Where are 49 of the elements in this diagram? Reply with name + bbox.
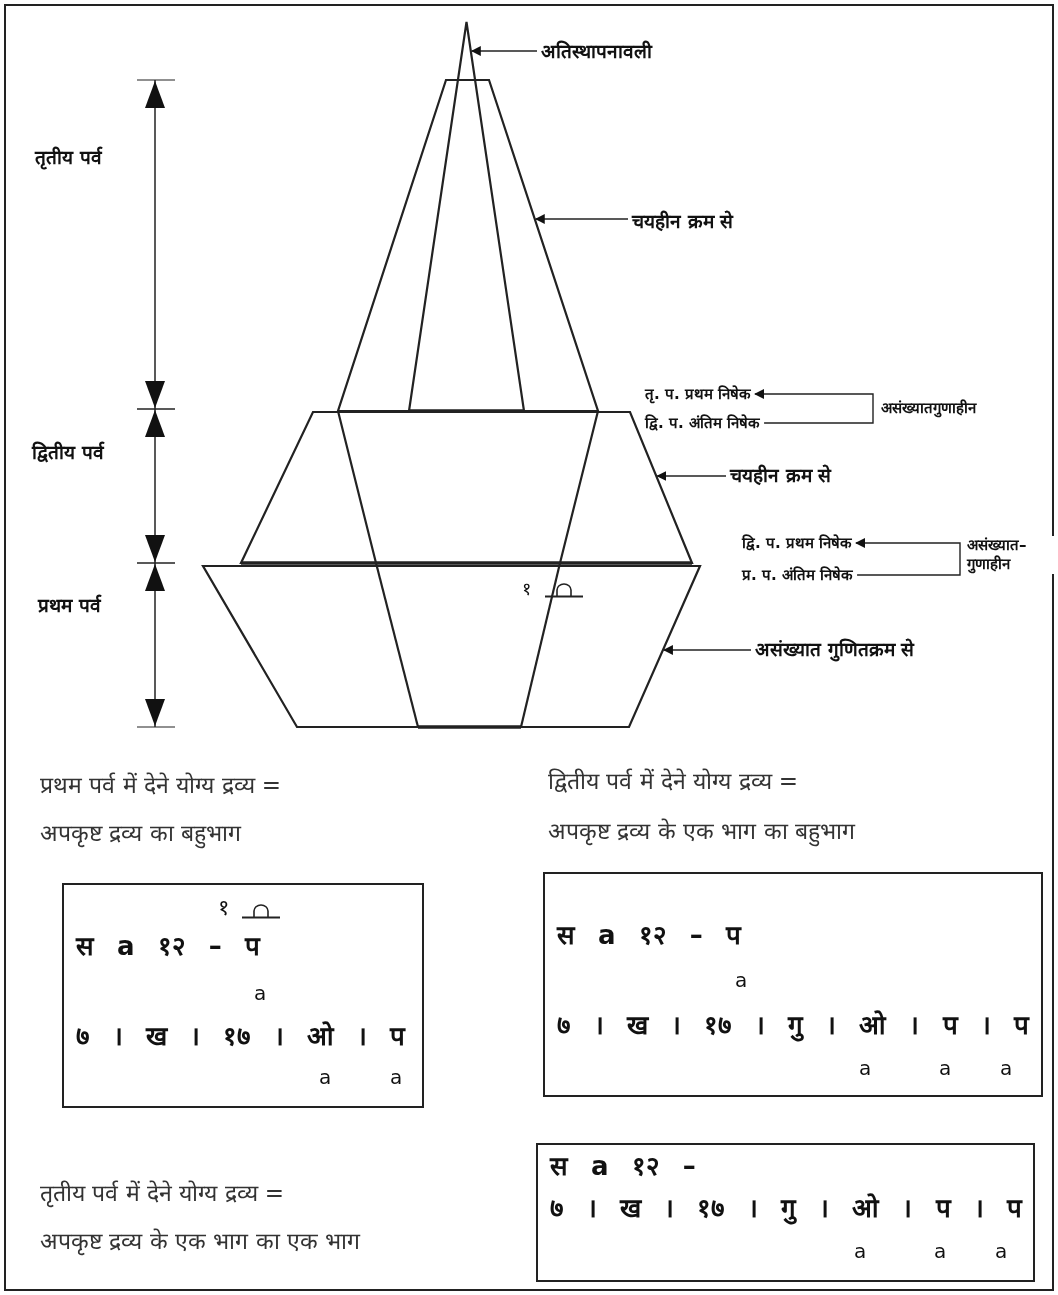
formula-expression: ७ । ख । १७ । गु । ओ । प । प <box>557 1010 1029 1042</box>
formula-expression: स a १२ – <box>550 1151 696 1183</box>
formula-symbol: a <box>934 1239 947 1263</box>
formula-box <box>536 1143 1035 1282</box>
statement-text: तृतीय पर्व में देने योग्य द्रव्य = <box>40 1180 285 1208</box>
leader-line <box>470 46 538 56</box>
edge-label: असंख्यात– गुणाहीन <box>965 536 1055 574</box>
annotation-label: चयहीन क्रम से <box>730 464 832 487</box>
formula-symbol: a <box>939 1056 952 1080</box>
leader-line <box>662 645 752 655</box>
annotation-label: प्र. प. अंतिम निषेक <box>742 566 854 584</box>
formula-symbol: a <box>735 968 748 992</box>
bracket-arrow <box>754 389 874 424</box>
section-label: तृतीय पर्व <box>35 146 102 169</box>
statement-text: अपकृष्ट द्रव्य के एक भाग का एक भाग <box>40 1228 361 1256</box>
leader-line <box>534 214 629 224</box>
formula-symbol: a <box>859 1056 872 1080</box>
annotation-label: द्वि. प. अंतिम निषेक <box>645 414 761 432</box>
formula-superscript: १ <box>218 895 229 922</box>
statement-text: अपकृष्ट द्रव्य के एक भाग का बहुभाग <box>548 818 855 846</box>
section-label: प्रथम पर्व <box>38 594 101 617</box>
section-label: द्वितीय पर्व <box>32 441 104 464</box>
formula-expression: स a १२ – प <box>557 920 741 952</box>
annotation-label: तृ. प. प्रथम निषेक <box>645 385 752 403</box>
statement-text: द्वितीय पर्व में देने योग्य द्रव्य = <box>548 768 799 796</box>
pyramid-tier <box>203 566 700 727</box>
formula-expression: स a १२ – प <box>76 931 260 963</box>
formula-box <box>543 872 1043 1097</box>
pyramid-tier <box>409 22 524 411</box>
section-label: १ <box>522 578 531 600</box>
formula-box <box>62 883 424 1108</box>
statement-text: प्रथम पर्व में देने योग्य द्रव्य = <box>40 772 282 800</box>
formula-symbol: a <box>254 981 267 1005</box>
statement-text: अपकृष्ट द्रव्य का बहुभाग <box>40 820 241 848</box>
formula-symbol: a <box>390 1065 403 1089</box>
formula-symbol: a <box>319 1065 332 1089</box>
pyramid-tier <box>338 80 598 411</box>
formula-expression: ७ । ख । १७ । गु । ओ । प । प <box>550 1193 1022 1225</box>
formula-symbol: a <box>1000 1056 1013 1080</box>
annotation-label: द्वि. प. प्रथम निषेक <box>742 534 853 552</box>
bracket-arrow <box>855 538 961 576</box>
annotation-label: अतिस्थापनावली <box>541 40 652 63</box>
formula-symbol: a <box>995 1239 1008 1263</box>
formula-expression: ७ । ख । १७ । ओ । प <box>76 1021 406 1053</box>
edge-label: असंख्यातगुणाहीन <box>879 399 978 418</box>
annotation-label: असंख्यात गुणितक्रम से <box>755 638 915 661</box>
annotation-label: चयहीन क्रम से <box>632 210 734 233</box>
leader-line <box>656 471 727 481</box>
formula-symbol: a <box>854 1239 867 1263</box>
